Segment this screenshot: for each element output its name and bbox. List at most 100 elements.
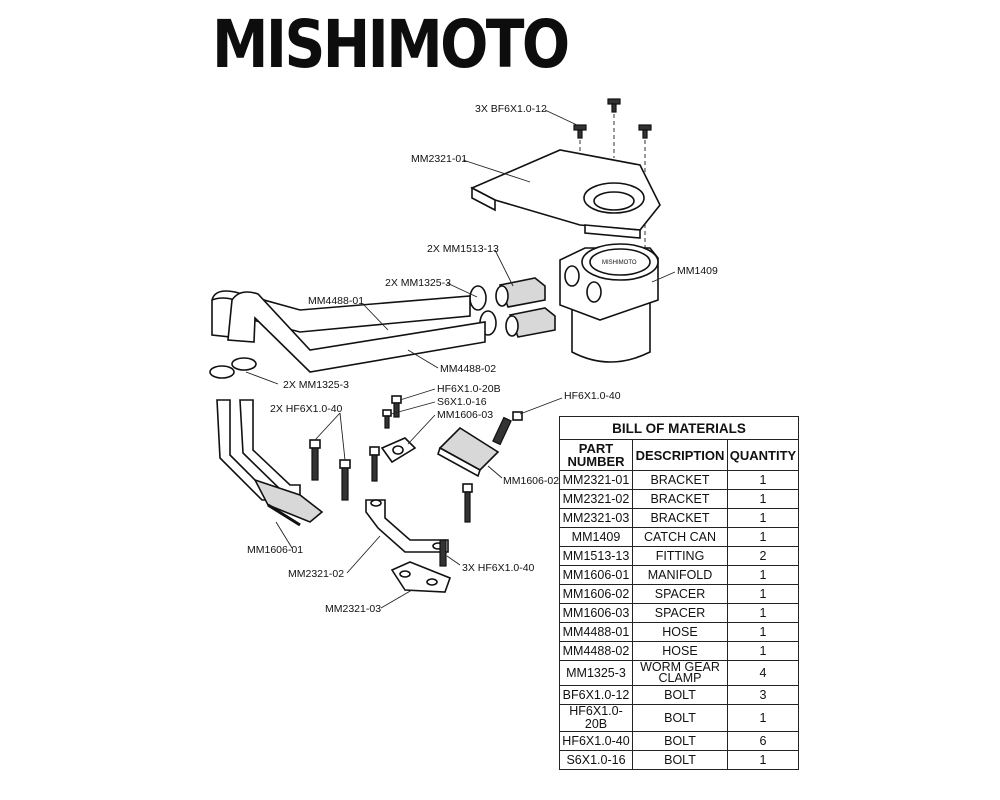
label-bolt-hf20b: HF6X1.0-20B [437, 383, 501, 395]
spacer-mm1606-02 [437, 426, 500, 478]
clamps-upper [469, 285, 497, 336]
part-number-cell: MM2321-01 [559, 470, 633, 490]
description-cell: CATCH CAN [632, 527, 728, 547]
description-cell: BOLT [632, 685, 728, 705]
bom-header-description: DESCRIPTION [632, 439, 728, 471]
part-number-cell: HF6X1.0-20B [559, 704, 633, 732]
description-cell: SPACER [632, 584, 728, 604]
label-bracket-mm2321-02: MM2321-02 [288, 568, 344, 580]
label-bolts-manifold: 2X HF6X1.0-40 [270, 403, 343, 415]
description-cell: MANIFOLD [632, 565, 728, 585]
quantity-cell: 1 [727, 641, 799, 661]
hose-mm4488-02 [227, 291, 486, 373]
part-number-cell: MM1606-03 [559, 603, 633, 623]
label-bracket-bolts: 3X HF6X1.0-40 [462, 562, 535, 574]
mishimoto-logo: MISHIMOTO [212, 6, 570, 83]
description-cell: BRACKET [632, 489, 728, 509]
quantity-cell: 1 [727, 470, 799, 490]
part-number-cell: BF6X1.0-12 [559, 685, 633, 705]
spacer-mm1606-03 [380, 437, 417, 464]
fittings-mm1513-13 [495, 277, 556, 338]
clamps-lower [209, 357, 257, 379]
quantity-cell: 1 [727, 584, 799, 604]
description-cell: BOLT [632, 704, 728, 732]
quantity-cell: 4 [727, 660, 799, 686]
part-number-cell: HF6X1.0-40 [559, 731, 633, 751]
bom-header-part-number: PART NUMBER [559, 439, 633, 471]
description-cell: HOSE [632, 641, 728, 661]
description-cell: BRACKET [632, 470, 728, 490]
description-cell: SPACER [632, 603, 728, 623]
callout-labels: 3X BF6X1.0-12 MM2321-01 2X MM1513-13 2X … [247, 103, 718, 615]
bracket-mm2321-03 [390, 561, 452, 593]
quantity-cell: 1 [727, 565, 799, 585]
quantity-cell: 1 [727, 489, 799, 509]
label-bolts-top: 3X BF6X1.0-12 [475, 103, 547, 115]
label-fittings: 2X MM1513-13 [427, 243, 499, 255]
bracket-mm2321-02 [365, 499, 449, 553]
label-hose-mm4488-02: MM4488-02 [440, 363, 496, 375]
description-cell: FITTING [632, 546, 728, 566]
label-spacer-mm1606-02: MM1606-02 [503, 475, 559, 487]
top-bolts [573, 98, 652, 248]
bracket-mm2321-01 [470, 149, 661, 239]
catch-can-lid-text: MISHIMOTO [602, 260, 637, 266]
quantity-cell: 1 [727, 508, 799, 528]
bom-title: BILL OF MATERIALS [559, 416, 799, 440]
manifold-mm1606-01 [216, 399, 324, 527]
label-bolt-s6: S6X1.0-16 [437, 396, 487, 408]
part-number-cell: MM4488-01 [559, 622, 633, 642]
description-cell: BRACKET [632, 508, 728, 528]
label-clamps-upper: 2X MM1325-3 [385, 277, 451, 289]
bolt-hf6x1-0-20b [391, 395, 402, 418]
quantity-cell: 1 [727, 622, 799, 642]
bracket-bolts [439, 483, 473, 567]
label-manifold: MM1606-01 [247, 544, 303, 556]
description-cell: HOSE [632, 622, 728, 642]
label-hose-mm4488-01: MM4488-01 [308, 295, 364, 307]
part-number-cell: MM1325-3 [559, 660, 633, 686]
label-catch-can: MM1409 [677, 265, 718, 277]
part-number-cell: MM4488-02 [559, 641, 633, 661]
label-bracket-mm2321-01: MM2321-01 [411, 153, 467, 165]
quantity-cell: 3 [727, 685, 799, 705]
label-bolt-hf40: HF6X1.0-40 [564, 390, 621, 402]
description-cell: WORM GEAR CLAMP [632, 660, 728, 686]
quantity-cell: 2 [727, 546, 799, 566]
label-clamps-lower: 2X MM1325-3 [283, 379, 349, 391]
description-cell: BOLT [632, 750, 728, 770]
part-number-cell: MM2321-03 [559, 508, 633, 528]
part-number-cell: MM1606-01 [559, 565, 633, 585]
quantity-cell: 1 [727, 750, 799, 770]
quantity-cell: 6 [727, 731, 799, 751]
part-number-cell: MM2321-02 [559, 489, 633, 509]
description-cell: BOLT [632, 731, 728, 751]
label-spacer-mm1606-03: MM1606-03 [437, 409, 493, 421]
quantity-cell: 1 [727, 704, 799, 732]
leader-lines [245, 109, 676, 609]
bolt-s6x1-0-16 [382, 409, 392, 429]
part-number-cell: MM1409 [559, 527, 633, 547]
catch-can-mm1409: MISHIMOTO [559, 243, 659, 363]
part-number-cell: MM1513-13 [559, 546, 633, 566]
quantity-cell: 1 [727, 527, 799, 547]
quantity-cell: 1 [727, 603, 799, 623]
bolt-hf6x1-0-40-single [369, 411, 523, 482]
label-bracket-mm2321-03: MM2321-03 [325, 603, 381, 615]
part-number-cell: MM1606-02 [559, 584, 633, 604]
bom-header-quantity: QUANTITY [727, 439, 799, 471]
